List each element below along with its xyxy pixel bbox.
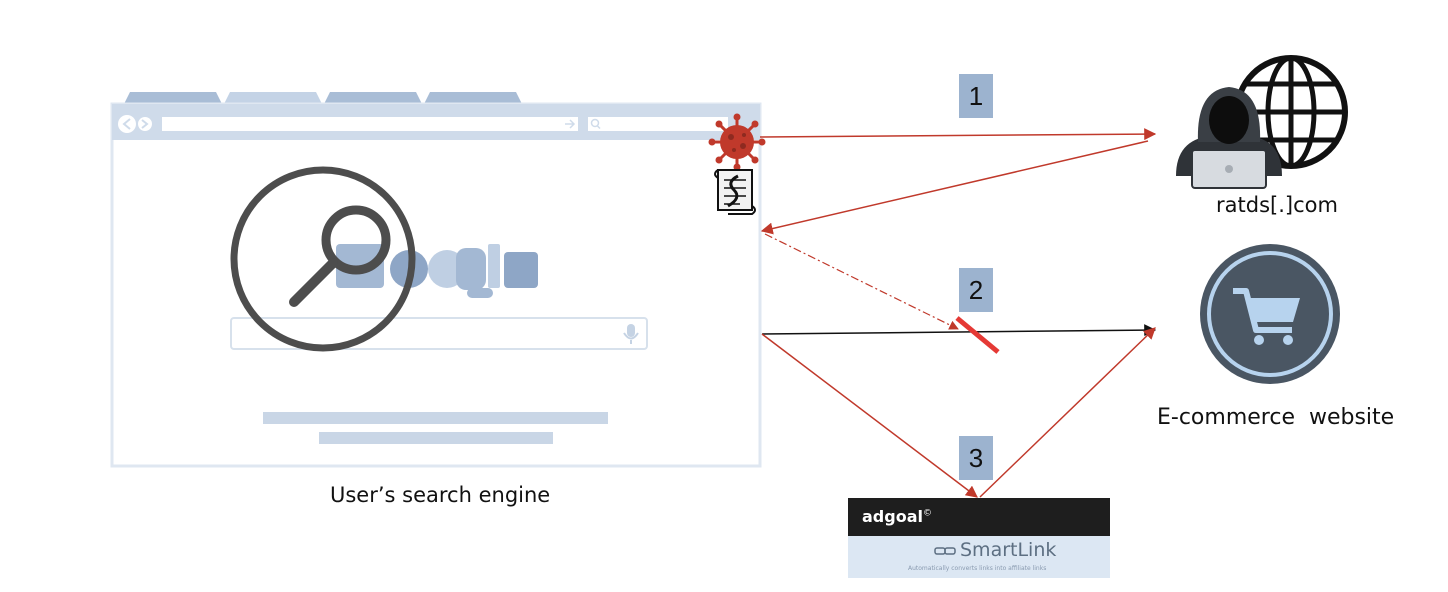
script-icon bbox=[714, 169, 756, 215]
smartlink-tagline: Automatically converts links into affili… bbox=[908, 565, 1047, 572]
step-badge-3: 3 bbox=[959, 436, 993, 480]
arrow-adgoal-to-ecommerce bbox=[979, 327, 1156, 498]
arrow-redirect-dashed bbox=[764, 233, 959, 330]
result-line bbox=[263, 412, 608, 424]
adgoal-logo: adgoal© bbox=[862, 507, 932, 526]
chain-link-icon bbox=[934, 546, 956, 555]
blocked-marker bbox=[955, 316, 1000, 354]
arrow-from-malicious-domain bbox=[760, 140, 1149, 235]
magnifier-icon bbox=[230, 166, 416, 352]
browser-search-bar[interactable] bbox=[588, 117, 728, 131]
arrow-to-adgoal bbox=[761, 333, 978, 498]
result-line bbox=[319, 432, 553, 444]
shopping-cart-icon bbox=[1200, 244, 1340, 384]
hacker-icon bbox=[1176, 87, 1282, 189]
arrow-direct-to-ecommerce bbox=[761, 324, 1157, 337]
search-box[interactable] bbox=[230, 317, 648, 350]
microphone-icon[interactable] bbox=[623, 324, 639, 344]
browser-window bbox=[110, 92, 762, 468]
ecommerce-label: E-commerce website bbox=[1157, 405, 1395, 430]
smartlink-product: SmartLink bbox=[934, 539, 1056, 561]
adgoal-header: adgoal© bbox=[848, 498, 1110, 536]
search-engine-label: User’s search engine bbox=[330, 483, 551, 507]
adgoal-smartlink-card: adgoal© SmartLink Automatically converts… bbox=[848, 498, 1110, 578]
arrow-to-malicious-domain bbox=[759, 128, 1157, 141]
address-bar[interactable] bbox=[162, 117, 578, 131]
step-badge-2: 2 bbox=[959, 268, 993, 312]
malicious-domain-label: ratds[.]com bbox=[1216, 193, 1338, 217]
step-badge-1: 1 bbox=[959, 74, 993, 118]
back-forward-icon[interactable] bbox=[118, 115, 152, 133]
virus-icon bbox=[708, 113, 766, 171]
